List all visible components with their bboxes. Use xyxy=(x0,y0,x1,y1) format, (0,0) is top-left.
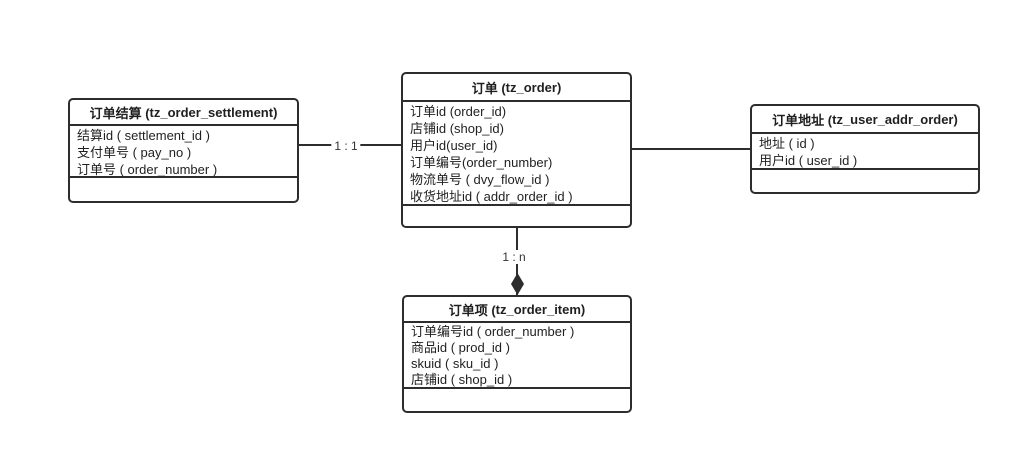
entity-title-close: ) xyxy=(580,301,586,317)
field-row: 订单号 ( order_number ) xyxy=(77,162,218,177)
field-row: 订单id (order_id) xyxy=(410,104,507,119)
entity-footer xyxy=(404,389,630,411)
entity-user-addr-order[interactable]: 订单地址 ( tz_user_addr_order ) 地址 ( id ) 用户… xyxy=(750,104,980,194)
entity-title: 订单项 ( tz_order_item ) xyxy=(404,297,630,323)
entity-fields: 订单编号id ( order_number ) 商品id ( prod_id )… xyxy=(404,323,630,389)
composition-diamond-icon xyxy=(511,273,524,295)
field-row: 商品id ( prod_id ) xyxy=(411,340,510,355)
entity-fields: 地址 ( id ) 用户id ( user_id ) xyxy=(752,134,978,170)
entity-title-close: ) xyxy=(273,104,278,120)
cardinality-label-1-n: 1 : n xyxy=(499,250,529,264)
entity-title-close: ) xyxy=(556,79,562,95)
entity-footer xyxy=(752,170,978,192)
entity-footer xyxy=(403,206,630,226)
field-row: 物流单号 ( dvy_flow_id ) xyxy=(410,172,550,187)
cardinality-label-1-1: 1 : 1 xyxy=(331,139,361,153)
entity-order-settlement[interactable]: 订单结算 ( tz_order_settlement ) 结算id ( sett… xyxy=(68,98,299,203)
field-row: 订单编号(order_number) xyxy=(410,155,553,170)
entity-title-zh: 订单项 ( xyxy=(448,302,496,318)
entity-title-close: ) xyxy=(953,111,958,127)
field-row: 用户id ( user_id ) xyxy=(759,153,858,168)
entity-title-zh: 订单地址 ( xyxy=(772,112,833,128)
field-row: 结算id ( settlement_id ) xyxy=(77,128,210,143)
entity-title: 订单结算 ( tz_order_settlement ) xyxy=(70,100,297,126)
entity-fields: 结算id ( settlement_id ) 支付单号 ( pay_no ) 订… xyxy=(70,126,297,178)
field-row: 店铺id ( shop_id ) xyxy=(411,372,513,387)
entity-title: 订单地址 ( tz_user_addr_order ) xyxy=(752,106,978,134)
field-row: 用户id(user_id) xyxy=(410,138,498,153)
entity-footer xyxy=(70,178,297,201)
entity-order[interactable]: 订单 ( tz_order ) 订单id (order_id) 店铺id (sh… xyxy=(401,72,632,228)
connector-order-addr xyxy=(630,148,750,150)
entity-fields: 订单id (order_id) 店铺id (shop_id) 用户id(user… xyxy=(403,102,630,206)
entity-title-zh: 订单 ( xyxy=(471,80,506,96)
field-row: 地址 ( id ) xyxy=(759,136,815,151)
field-row: skuid ( sku_id ) xyxy=(411,356,499,371)
entity-title: 订单 ( tz_order ) xyxy=(403,74,630,102)
field-row: 收货地址id ( addr_order_id ) xyxy=(410,189,573,204)
entity-table-name: tz_order_item xyxy=(495,301,581,317)
entity-table-name: tz_order xyxy=(505,79,557,95)
field-row: 订单编号id ( order_number ) xyxy=(411,324,575,339)
entity-order-item[interactable]: 订单项 ( tz_order_item ) 订单编号id ( order_num… xyxy=(402,295,632,413)
field-row: 店铺id (shop_id) xyxy=(410,121,504,136)
entity-title-zh: 订单结算 ( xyxy=(89,105,150,121)
field-row: 支付单号 ( pay_no ) xyxy=(77,145,192,160)
entity-table-name: tz_order_settlement xyxy=(149,104,274,120)
entity-table-name: tz_user_addr_order xyxy=(832,111,954,127)
